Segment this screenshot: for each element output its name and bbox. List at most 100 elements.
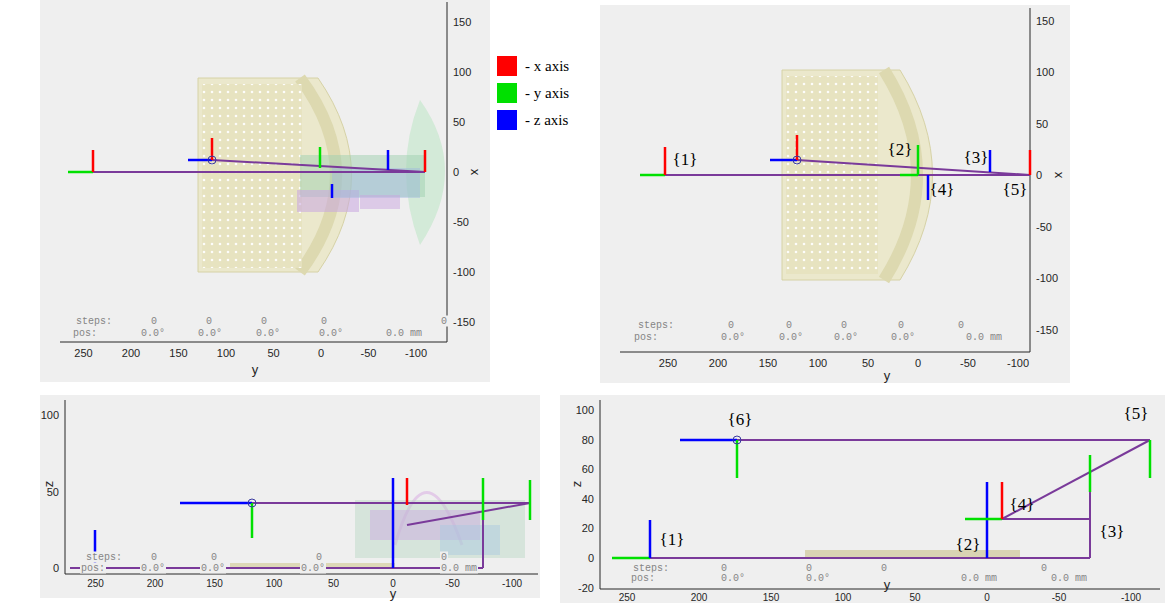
panel-bottom-right-mark: [737, 439, 1150, 441]
frame-callout: {3}: [964, 148, 989, 168]
panel-top-right-mark: [927, 175, 930, 200]
legend-text: - x axis: [525, 58, 569, 75]
panel-bottom-right-mark: [600, 589, 1160, 590]
tick-label: 100: [41, 409, 59, 421]
panel-top-left: [40, 0, 490, 382]
tick-label: 0: [588, 552, 594, 564]
status-readout: 0: [880, 563, 888, 574]
status-readout: 0: [210, 552, 218, 563]
tick-label: 100: [217, 347, 235, 359]
status-readout: steps:: [75, 316, 113, 327]
tick-label: -100: [405, 347, 427, 359]
tick-label: 100: [576, 404, 594, 416]
axis-label: x: [1050, 172, 1065, 179]
panel-top-right-mark: [900, 174, 918, 177]
frame-callout: {5}: [1003, 180, 1028, 200]
frame-callout: {1}: [660, 530, 685, 550]
panel-bottom-left-mark: [252, 502, 530, 504]
panel-bottom-left-mark: [529, 480, 532, 520]
tick-label: 0: [915, 357, 921, 369]
status-readout: 0.0 mm: [1050, 573, 1088, 584]
tick-label: 150: [453, 16, 471, 28]
tick-label: 50: [909, 592, 920, 603]
tick-label: 250: [659, 357, 677, 369]
tick-label: 50: [47, 486, 59, 498]
panel-bottom-left-mark: [440, 525, 500, 555]
panel-top-left-mark: [360, 195, 400, 209]
status-readout: 0.0°: [318, 328, 344, 339]
status-readout: 0: [440, 316, 448, 327]
tick-label: 150: [169, 347, 187, 359]
tick-label: 0: [1036, 169, 1042, 181]
panel-bottom-left-mark: [70, 567, 483, 569]
panel-top-left-mark: [331, 184, 334, 198]
tick-label: 0: [53, 562, 59, 574]
status-readout: 0.0°: [833, 332, 859, 343]
panel-bottom-right-mark: [600, 400, 601, 589]
panel-bottom-right-mark: [680, 439, 737, 442]
axis-label: z: [569, 481, 584, 488]
panel-top-left-mark: [211, 138, 214, 160]
status-readout: 0: [727, 320, 735, 331]
panel-bottom-right-mark: [1002, 440, 1150, 519]
legend-text: - y axis: [525, 85, 569, 102]
legend-swatch: [497, 83, 517, 103]
tick-label: 100: [835, 592, 852, 603]
tick-label: 50: [862, 357, 874, 369]
status-readout: pos:: [633, 332, 659, 343]
panel-top-right-mark: [1030, 8, 1031, 352]
tick-label: -100: [1121, 592, 1141, 603]
panel-top-left-mark: [447, 2, 448, 342]
panel-top-left-mark: [92, 150, 95, 172]
tick-label: 60: [582, 463, 594, 475]
status-readout: 0.0 mm: [960, 573, 998, 584]
panel-top-right-mark: [664, 147, 667, 175]
status-readout: 0.0°: [200, 563, 226, 574]
panel-top-left-mark: [202, 84, 302, 268]
axis-label: x: [466, 169, 481, 176]
panel-top-left-mark: [68, 171, 425, 173]
panel-top-right-mark: [917, 145, 920, 175]
status-readout: 0: [1040, 563, 1048, 574]
tick-label: 150: [206, 578, 223, 589]
status-readout: 0: [440, 552, 448, 563]
tick-label: 250: [87, 578, 104, 589]
tick-label: 100: [809, 357, 827, 369]
tick-label: 200: [122, 347, 140, 359]
tick-label: 100: [266, 578, 283, 589]
panel-bottom-left: [40, 395, 540, 598]
panel-top-right-mark: [640, 174, 665, 177]
panel-bottom-right-mark: [1089, 455, 1091, 558]
axis-label: y: [390, 586, 397, 601]
legend-swatch: [497, 56, 517, 76]
status-readout: 0.0°: [255, 328, 281, 339]
status-readout: 0: [260, 316, 268, 327]
tick-label: 0: [318, 347, 324, 359]
panel-top-right: [600, 5, 1070, 383]
status-readout: 0.0 mm: [385, 328, 423, 339]
tick-label: -20: [578, 582, 594, 594]
frame-callout: {6}: [728, 410, 753, 430]
axis-label: z: [41, 481, 56, 488]
panel-top-right-mark: [797, 160, 1030, 175]
legend-text: - z axis: [525, 112, 568, 129]
panel-bottom-left-mark: [40, 395, 540, 598]
tick-label: 150: [759, 357, 777, 369]
status-readout: steps:: [637, 320, 675, 331]
panel-bottom-right-mark: [560, 395, 1165, 603]
panel-bottom-right-mark: [1149, 440, 1152, 478]
panel-top-right-mark: [1029, 150, 1032, 175]
frame-callout: {3}: [1100, 522, 1125, 542]
status-readout: 0.0 mm: [965, 332, 1003, 343]
tick-label: 50: [453, 116, 465, 128]
tick-label: 0: [984, 592, 990, 603]
panel-top-left-mark: [424, 150, 427, 172]
status-readout: 0.0 mm: [440, 563, 478, 574]
panel-top-left-mark: [319, 147, 322, 168]
status-readout: 0.0°: [805, 573, 831, 584]
status-readout: 0: [150, 316, 158, 327]
panel-bottom-right-mark: [612, 557, 650, 560]
